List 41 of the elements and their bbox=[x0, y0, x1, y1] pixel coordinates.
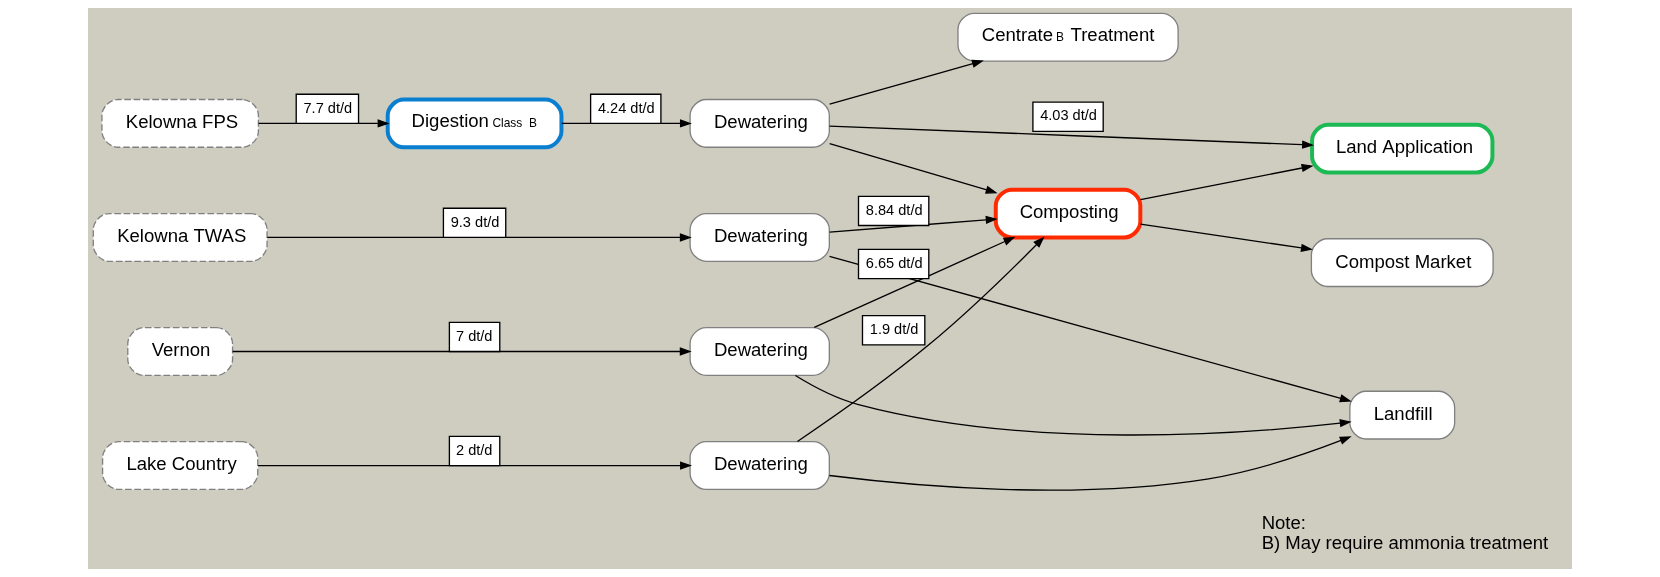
label: Note: bbox=[1261, 512, 1307, 534]
arrow bbox=[828, 436, 1352, 491]
edge-label: 9.3 dt/d bbox=[450, 213, 500, 230]
node-box: Dewatering bbox=[689, 212, 830, 262]
node-box: Digestion Class B bbox=[385, 97, 564, 150]
arrow bbox=[828, 215, 998, 233]
arrow bbox=[828, 255, 1352, 403]
edge-label: 7 dt/d bbox=[456, 327, 493, 344]
edge-label: 4.03 dt/d bbox=[1040, 107, 1097, 124]
edge-label: 1.9 dt/d bbox=[869, 320, 919, 337]
arrow bbox=[828, 125, 1315, 149]
arrow bbox=[561, 119, 692, 128]
label: B) May require ammonia treatment bbox=[1261, 532, 1549, 554]
arrow bbox=[266, 233, 692, 242]
node-box: Composting bbox=[993, 187, 1143, 240]
node-box: Kelowna FPS bbox=[101, 98, 260, 148]
node-box: Compost Market bbox=[1310, 238, 1494, 288]
node-box: Landfill bbox=[1349, 390, 1456, 440]
arrow bbox=[1139, 163, 1314, 201]
edge-label: 7.7 dt/d bbox=[303, 99, 353, 116]
node-box: Kelowna TWAS bbox=[92, 212, 268, 262]
edge-label: 4.24 dt/d bbox=[597, 99, 655, 116]
edge-label: 2 dt/d bbox=[456, 441, 493, 458]
node-box: Dewatering bbox=[689, 441, 830, 491]
edge-label: 8.84 dt/d bbox=[865, 201, 923, 218]
arrow bbox=[828, 142, 998, 194]
node-box: Dewatering bbox=[689, 326, 830, 377]
node-box: Lake Country bbox=[101, 441, 259, 491]
edge-label: 6.65 dt/d bbox=[865, 254, 923, 271]
arrow bbox=[796, 236, 1045, 443]
arrow bbox=[794, 374, 1352, 436]
arrow bbox=[828, 59, 984, 105]
arrow bbox=[257, 119, 390, 128]
arrow bbox=[1139, 223, 1313, 252]
node-box: Dewatering bbox=[689, 98, 830, 148]
arrow bbox=[232, 347, 692, 356]
node-box: Land Application bbox=[1310, 122, 1495, 175]
arrow bbox=[813, 236, 1016, 329]
node-box: Centrate B Treatment bbox=[957, 12, 1179, 62]
node-box: Vernon bbox=[127, 326, 234, 377]
arrow bbox=[257, 461, 693, 470]
